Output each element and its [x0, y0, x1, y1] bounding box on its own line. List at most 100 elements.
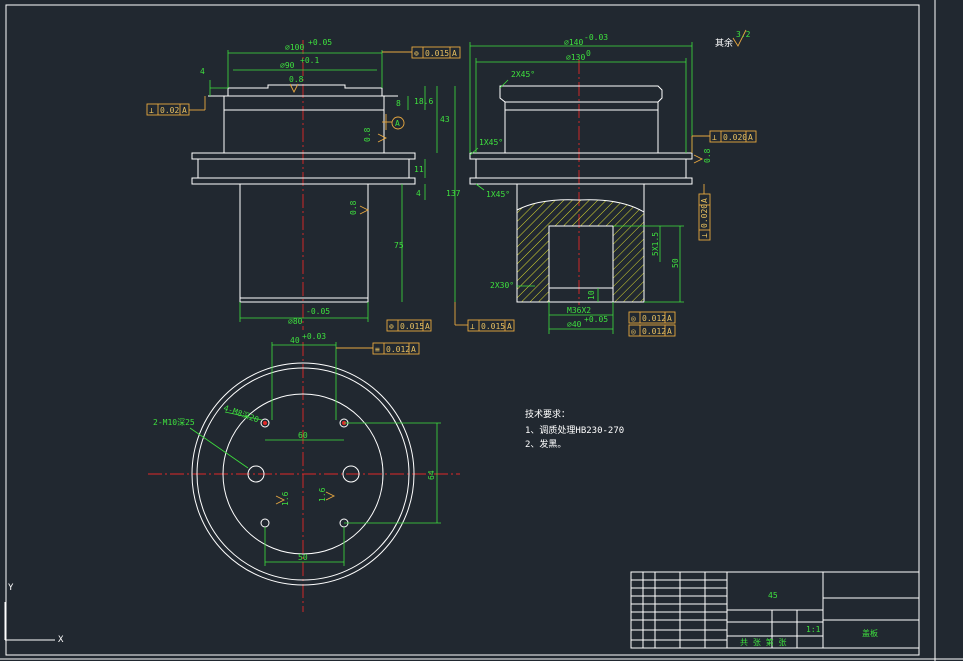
plan-dim-40: 40 [290, 336, 300, 345]
section-bore [548, 225, 614, 289]
svg-text:0: 0 [586, 49, 591, 58]
section-chamfer-3: 1X45° [486, 190, 510, 199]
svg-text:0.020: 0.020 [700, 204, 709, 228]
plan-dim-64: 64 [427, 470, 436, 480]
ucs-y-label: Y [8, 583, 14, 593]
section-hatched-wall [516, 199, 645, 303]
svg-text:A: A [395, 119, 400, 128]
front-upper-body [223, 95, 385, 111]
svg-text:A: A [411, 345, 416, 354]
plan-hole-label-1: 2-M10深25 [153, 418, 195, 427]
section-chamfer-1: 2X45° [511, 70, 535, 79]
svg-text:A: A [748, 133, 753, 142]
front-dim-mid-dia: ⌀90 [280, 61, 295, 70]
plan-rough-1: 1.6 [281, 491, 290, 506]
section-flange-top [469, 152, 693, 160]
svg-text:◎: ◎ [631, 327, 636, 336]
svg-text:⊥: ⊥ [700, 233, 709, 238]
front-rough-c: 0.8 [349, 200, 358, 215]
ucs-icon: Y X [4, 583, 64, 645]
svg-text:⊥: ⊥ [149, 106, 154, 115]
plan-hole-m8-bl [260, 518, 270, 528]
tolerance-frame-front-bottom: ⊚ 0.015 A [386, 319, 432, 332]
svg-text:+0.1: +0.1 [300, 56, 319, 65]
section-dim-thread-len: 5X1.5 [651, 232, 660, 256]
svg-text:0.015: 0.015 [425, 49, 449, 58]
notes-line-1: 1、调质处理HB230-270 [525, 424, 624, 436]
svg-text:◎: ◎ [631, 314, 636, 323]
svg-text:0.012: 0.012 [386, 345, 410, 354]
svg-text:⊚: ⊚ [414, 49, 419, 58]
section-chamfer-4: 2X30° [490, 281, 514, 290]
svg-text:0.02: 0.02 [160, 106, 179, 115]
front-dim-8: 8 [396, 99, 401, 108]
rough-remaining-label: 其余 [715, 37, 733, 49]
title-scale: 1:1 [806, 625, 821, 634]
svg-text:+0.03: +0.03 [302, 332, 326, 341]
plan-hole-label-2: 4-M8深20 [222, 403, 260, 424]
tolerance-frame-section-right: ⊥ 0.020 A [691, 130, 757, 153]
title-block: 45 盖板 1:1 共 张 第 张 [630, 571, 920, 649]
front-flange-top [191, 152, 416, 160]
front-dim-137: 137 [446, 189, 461, 198]
svg-text:0.012: 0.012 [642, 327, 666, 336]
tolerance-frame-section-b1: ◎ 0.012 A [628, 311, 676, 324]
svg-text:⊥: ⊥ [712, 133, 717, 142]
front-lower-cylinder [239, 183, 369, 303]
technical-notes: 技术要求： 1、调质处理HB230-270 2、发黑。 [525, 408, 624, 450]
tolerance-frame-section-vertical: ⊥ 0.020 A [698, 184, 711, 241]
front-dim-43: 43 [440, 115, 450, 124]
notes-line-2: 2、发黑。 [525, 438, 566, 450]
svg-text:-0.03: -0.03 [584, 33, 608, 42]
front-dim-4: 4 [200, 67, 205, 76]
front-view: ⌀100 +0.05 ⌀90 +0.1 4 8 18.6 43 11 4 137… [146, 38, 515, 332]
tolerance-frame-front-top: ⊚ 0.015 A [382, 46, 461, 59]
svg-text:+0.05: +0.05 [308, 38, 332, 47]
svg-text:A: A [507, 322, 512, 331]
plan-hole-m8-tl [260, 418, 270, 428]
section-mid-body [504, 109, 659, 154]
front-flange-bottom [191, 177, 416, 185]
front-dim-4b: 4 [416, 189, 421, 198]
plan-inner-circle [222, 393, 384, 555]
svg-text:A: A [182, 106, 187, 115]
section-upper-body [504, 101, 659, 111]
svg-text:A: A [667, 314, 672, 323]
svg-text:A: A [700, 198, 709, 203]
title-part-name: 盖板 [862, 628, 878, 638]
svg-text:⊚: ⊚ [389, 322, 394, 331]
section-thread-relief [548, 287, 614, 303]
section-rough: 0.8 [703, 148, 712, 163]
svg-text:A: A [452, 49, 457, 58]
svg-text:A: A [425, 322, 430, 331]
section-view: ⌀140 -0.03 ⌀130 0 2X45° 1X45° 1X45° 2X30… [469, 29, 757, 337]
front-dim-bottom-dia: ⌀80 [288, 317, 303, 326]
plan-outer-circle-2 [196, 367, 410, 581]
section-dim-10: 10 [587, 290, 596, 300]
svg-text:≡: ≡ [375, 345, 380, 354]
svg-text:0.015: 0.015 [400, 322, 424, 331]
plan-outer-circle [191, 362, 415, 586]
notes-heading: 技术要求： [525, 408, 570, 420]
svg-text:0.020: 0.020 [723, 133, 747, 142]
front-rough-a: 0.8 [289, 75, 304, 84]
drawing-border [5, 4, 920, 656]
title-sheet: 共 张 第 张 [740, 637, 786, 647]
section-dim-mid-dia: ⌀130 [566, 53, 585, 62]
plan-hole-m10-left [247, 465, 265, 483]
section-hole-dia: ⌀40 [567, 320, 582, 329]
front-flange [197, 158, 410, 179]
svg-text:+0.05: +0.05 [584, 315, 608, 324]
section-flange [475, 158, 687, 179]
section-dim-50: 50 [671, 258, 680, 268]
tolerance-frame-front-left: ⊥ 0.02 A [146, 96, 206, 116]
svg-text:A: A [667, 327, 672, 336]
plan-hole-m10-right [342, 465, 360, 483]
front-dim-11: 11 [414, 165, 424, 174]
front-dim-18-6: 18.6 [414, 97, 433, 106]
svg-text:0.015: 0.015 [481, 322, 505, 331]
datum-a-marker [391, 116, 405, 130]
front-dim-75: 75 [394, 241, 404, 250]
plan-dim-60: 60 [298, 431, 308, 440]
